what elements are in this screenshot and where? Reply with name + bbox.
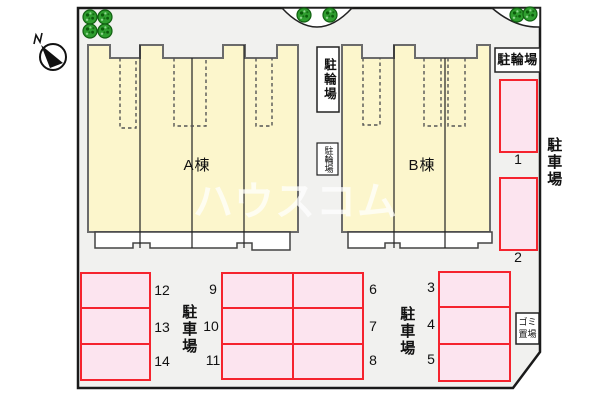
parking-space-2 — [499, 177, 538, 251]
garbage-area-label: ゴミ置場 — [518, 317, 537, 339]
bicycle-parking-label-right: 駐輪場 — [497, 51, 538, 67]
space-number-8: 8 — [369, 352, 377, 368]
parking-space-8 — [292, 343, 364, 380]
building-b-outline — [341, 44, 491, 233]
bicycle-parking-box-center-mid — [316, 142, 339, 176]
parking-space-11 — [221, 343, 294, 380]
space-number-9: 9 — [209, 281, 217, 297]
parking-space-9 — [221, 272, 294, 309]
tree-icon — [97, 23, 113, 39]
parking-space-13 — [80, 307, 151, 345]
parking-lot-label-bottom-left: 駐車場 — [180, 303, 198, 355]
space-number-11: 11 — [205, 352, 221, 368]
space-number-2: 2 — [514, 249, 522, 265]
bicycle-parking-box-right — [494, 47, 541, 73]
tree-icon — [509, 7, 525, 23]
parking-lot-label-bottom-right: 駐車場 — [398, 305, 416, 357]
tree-icon — [322, 7, 338, 23]
parking-space-4 — [438, 306, 511, 345]
space-number-5: 5 — [427, 351, 435, 367]
building-a-dashed — [119, 58, 273, 129]
tree-icon — [97, 9, 113, 25]
space-number-14: 14 — [154, 353, 170, 369]
bicycle-parking-box-center-top — [316, 46, 340, 113]
space-number-6: 6 — [369, 281, 377, 297]
space-number-7: 7 — [369, 318, 377, 334]
parking-space-7 — [292, 307, 364, 345]
parking-lot-label-right: 駐車場 — [545, 136, 563, 188]
space-number-1: 1 — [514, 151, 522, 167]
parking-space-6 — [292, 272, 364, 309]
building-a-label: A棟 — [183, 157, 211, 174]
space-number-4: 4 — [427, 316, 435, 332]
parking-space-12 — [80, 272, 151, 309]
building-a-dividers — [139, 45, 245, 248]
building-b-dividers — [393, 45, 446, 248]
bicycle-parking-label-center-mid: 駐輪場 — [323, 145, 334, 173]
building-b-label: B棟 — [408, 157, 436, 174]
tree-icon — [296, 7, 312, 23]
compass-icon — [33, 32, 67, 71]
tree-icon — [82, 9, 98, 25]
space-number-13: 13 — [154, 319, 170, 335]
building-b-dashed — [362, 58, 466, 127]
bicycle-parking-label-center-top: 駐輪場 — [321, 58, 336, 102]
space-number-10: 10 — [203, 318, 219, 334]
parking-space-14 — [80, 343, 151, 381]
garbage-area-box — [515, 312, 540, 345]
parking-space-3 — [438, 271, 511, 308]
parking-space-10 — [221, 307, 294, 345]
space-number-3: 3 — [427, 279, 435, 295]
space-number-12: 12 — [154, 282, 170, 298]
tree-icon — [82, 23, 98, 39]
parking-space-5 — [438, 343, 511, 382]
building-b-porch — [347, 231, 493, 249]
tree-icon — [522, 6, 538, 22]
parking-space-1 — [499, 79, 538, 153]
